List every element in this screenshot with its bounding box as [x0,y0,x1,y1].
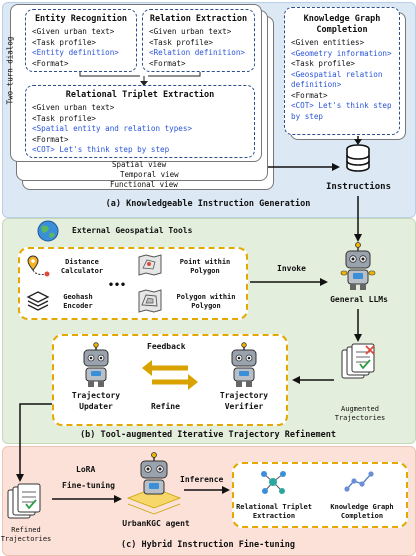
database-icon [346,144,370,172]
triplet-line-5: <COT> Let's think step by step [32,145,170,154]
augmented-label-2: Trajectories [334,414,386,422]
geohash-encoder-icon [26,291,50,311]
panel-c-caption: (c) Hybrid Instruction Fine-tuning [121,540,295,550]
kg-line-4: <Geospatial relation [291,69,383,79]
globe-icon [37,220,59,242]
instructions-label: Instructions [326,182,392,192]
verifier-label-1: Trajectory [219,391,269,400]
refined-label-1: Refined [11,526,41,534]
refined-trajectories-icon [7,483,41,519]
general-llm-robot-icon [340,242,376,290]
relational-triplet-extraction-card: Relational Triplet Extraction <Given urb… [25,85,255,158]
trajectory-verifier-robot-icon [231,342,257,387]
kgc-label-1: Knowledge Graph [330,503,394,511]
lora-label: LoRA [76,465,96,474]
kg-line-3: <Task profile> [291,59,356,68]
tools-title: External Geospatial Tools [72,226,193,235]
triplet-line-2: <Task profile> [32,113,97,123]
feedback-label: Feedback [147,342,186,351]
triplet-line-4: <Format> [32,134,69,144]
relation-line-2: <Task profile> [149,37,214,47]
refine-cycle-arrows-icon [142,360,198,390]
distance-calculator-icon [27,255,50,277]
inference-arrow [184,486,230,494]
kg-line-2: <Geometry information> [291,48,392,58]
relation-line-3: <Relation definition> [149,48,246,57]
augmented-to-loop-arrow [292,376,334,384]
entity-line-2: <Task profile> [32,37,97,47]
polygon-in-polygon-icon [138,289,162,313]
inference-label: Inference [180,475,224,484]
more-tools-ellipsis: ••• [108,280,127,291]
entity-line-4: <Format> [32,58,69,68]
urbankgc-agent-robot-icon [126,452,182,515]
relation-line-1: <Given urban text> [149,27,232,36]
point-in-polygon-icon [138,254,162,276]
panel-a-caption: (a) Knowledgeable Instruction Generation [105,199,311,209]
entity-recognition-card: Entity Recognition <Given urban text> <T… [25,9,137,72]
distance-label-2: Calculator [60,267,104,275]
verifier-label-2: Verifier [224,402,264,411]
refined-label-2: Trajectories [0,535,52,543]
kg-line-1: <Given entities> [291,38,365,47]
general-llms-label: General LLMs [330,295,388,304]
triplet-line-3: <Spatial entity and relation types> [32,124,193,133]
knowledge-graph-completion-card: Knowledge Graph Completion <Given entiti… [284,7,400,135]
trajectory-updater-robot-icon [83,342,109,387]
entity-line-1: <Given urban text> [32,27,115,36]
panel-b-caption: (b) Tool-augmented Iterative Trajectory … [80,430,336,440]
updater-label-2: Updater [79,402,113,411]
functional-view-label: Functional view [110,180,178,189]
triplet-line-1: <Given urban text> [32,103,115,112]
relation-extraction-card: Relation Extraction <Given urban text> <… [142,9,255,72]
relation-line-4: <Format> [149,58,186,68]
kgc-label-2: Completion [340,512,384,520]
llm-to-augmented-arrow [354,309,362,342]
loop-to-refined-arrow [16,403,52,482]
rte-label-1: Relational Triplet [236,503,312,511]
entity-line-3: <Entity definition> [32,48,119,57]
geospatial-tools-box [18,247,248,320]
rte-label-2: Extraction [252,512,296,520]
panel-a-arrows [268,136,362,171]
fine-tuning-label: Fine-tuning [62,481,115,490]
invoke-arrow [250,278,328,286]
kg-title-1: Knowledge Graph [303,14,381,24]
augmented-label-1: Augmented [341,405,379,413]
spatial-view-label: Spatial view [112,160,167,169]
kg-title-2: Completion [316,25,368,35]
geohash-label-1: Geohash [63,293,93,301]
relational-triplet-icon [261,471,286,494]
knowledge-graph-icon [344,471,374,492]
updater-label-1: Trajectory [71,391,121,400]
finetune-arrow [52,495,122,503]
temporal-view-label: Temporal view [120,170,179,179]
polygon-within-label-2: Polygon [191,302,221,310]
merge-arrows [79,72,201,86]
point-within-label-1: Point within [179,258,231,266]
kg-line-7: <COT> Let's think step [291,101,392,110]
instructions-to-llm-arrow [354,196,362,242]
polygon-within-label-1: Polygon within [176,293,236,301]
refine-label: Refine [151,402,180,411]
point-within-label-2: Polygon [190,267,220,275]
kg-line-8: by step [291,111,324,121]
geohash-label-2: Encoder [63,302,93,310]
entity-recognition-title: Entity Recognition [34,14,128,24]
invoke-label: Invoke [277,264,306,273]
triplet-title: Relational Triplet Extraction [65,90,215,100]
augmented-trajectories-icon [341,343,375,379]
kg-line-6: <Format> [291,90,328,100]
distance-label-1: Distance [65,258,99,266]
kg-line-5: definition> [291,80,342,89]
relation-extraction-title: Relation Extraction [149,14,248,24]
urbankgc-agent-label: UrbanKGC agent [122,519,190,528]
